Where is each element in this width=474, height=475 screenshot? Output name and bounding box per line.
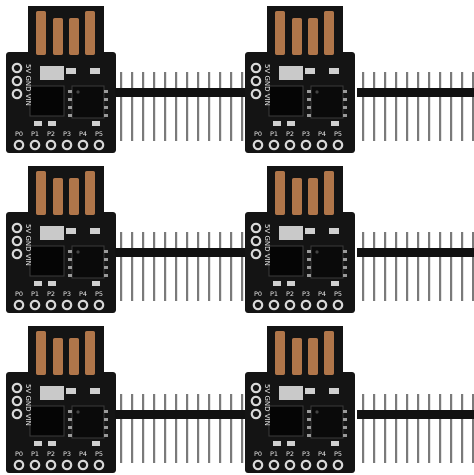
pin-label: P0 xyxy=(254,290,262,298)
pin-label: P1 xyxy=(270,450,278,458)
pin-label: P2 xyxy=(286,130,294,138)
pin-label: P5 xyxy=(95,450,103,458)
board-side-label: 5V GND VIN xyxy=(263,64,271,106)
pin-label: P0 xyxy=(254,130,262,138)
pin-label: P5 xyxy=(334,130,342,138)
pin-label: P2 xyxy=(47,450,55,458)
pin-label: P4 xyxy=(318,130,326,138)
pin-header-strip-icon xyxy=(357,72,474,141)
pin-label: P0 xyxy=(254,450,262,458)
pin-label: P3 xyxy=(302,450,310,458)
pin-label: P3 xyxy=(63,450,71,458)
board-unit-6: 5V GND VIN P0 P1 P2 P3 P4 P5 xyxy=(243,324,357,475)
pin-label: P1 xyxy=(31,130,39,138)
pin-label: P3 xyxy=(302,290,310,298)
pin-label: P1 xyxy=(270,130,278,138)
pin-header-strip-icon xyxy=(357,394,474,463)
pin-label: P4 xyxy=(79,130,87,138)
pin-label: P0 xyxy=(15,450,23,458)
pin-label: P3 xyxy=(302,130,310,138)
pin-label: P1 xyxy=(270,290,278,298)
board-unit-3: 5V GND VIN P0 P1 P2 P3 P4 P5 xyxy=(4,164,118,315)
pin-header-strip-icon xyxy=(357,232,474,301)
pin-label: P4 xyxy=(79,450,87,458)
pin-label: P2 xyxy=(286,450,294,458)
pin-label: P4 xyxy=(318,450,326,458)
pin-label: P2 xyxy=(47,290,55,298)
board-side-label: 5V GND VIN xyxy=(24,224,32,266)
pin-label: P0 xyxy=(15,290,23,298)
board-side-label: 5V GND VIN xyxy=(263,224,271,266)
pin-label: P3 xyxy=(63,290,71,298)
pin-label: P5 xyxy=(334,290,342,298)
board-side-label: 5V GND VIN xyxy=(263,384,271,426)
board-unit-2: 5V GND VIN P0 P1 P2 P3 P4 P5 xyxy=(243,4,357,155)
pin-header-strip-icon xyxy=(115,394,248,463)
board-unit-4: 5V GND VIN P0 P1 P2 P3 P4 P5 xyxy=(243,164,357,315)
pin-label: P5 xyxy=(95,130,103,138)
pin-label: P0 xyxy=(15,130,23,138)
pin-label: P4 xyxy=(318,290,326,298)
pin-label: P5 xyxy=(334,450,342,458)
board-unit-5: 5V GND VIN P0 P1 P2 P3 P4 P5 xyxy=(4,324,118,475)
board-side-label: 5V GND VIN xyxy=(24,384,32,426)
pin-label: P2 xyxy=(47,130,55,138)
pin-label: P1 xyxy=(31,290,39,298)
pin-label: P1 xyxy=(31,450,39,458)
pin-header-strip-icon xyxy=(115,232,248,301)
board-side-label: 5V GND VIN xyxy=(24,64,32,106)
pin-header-strip-icon xyxy=(115,72,248,141)
board-unit-1: 5V GND VIN P0 P1 P2 P3 P4 P5 xyxy=(4,4,118,155)
pin-label: P3 xyxy=(63,130,71,138)
pin-label: P5 xyxy=(95,290,103,298)
pin-label: P4 xyxy=(79,290,87,298)
pin-label: P2 xyxy=(286,290,294,298)
